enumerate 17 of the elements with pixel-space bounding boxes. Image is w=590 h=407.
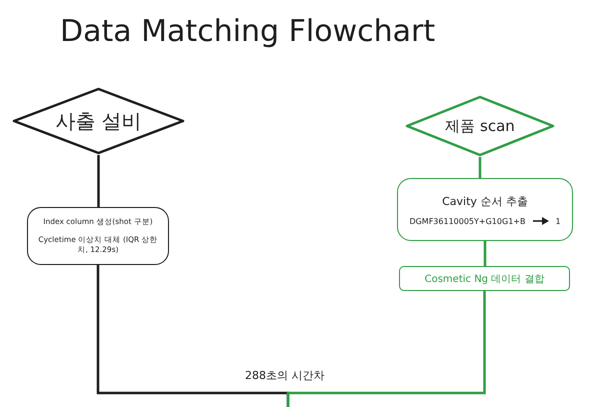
diamond-label: 제품 scan [445, 116, 515, 136]
connector-line [484, 241, 486, 266]
process-box [27, 207, 169, 265]
box-text: Cosmetic Ng 데이터 결합 [424, 272, 544, 286]
result-text: 1 [555, 216, 561, 226]
process-box [397, 178, 573, 241]
note-text: 288초의 시간차 [245, 368, 324, 383]
connector-line [97, 155, 100, 207]
diamond-label: 사출 설비 [55, 108, 142, 134]
process-box [399, 266, 570, 291]
box-heading: Cavity 순서 추출 [442, 194, 528, 208]
decision-diamond [12, 87, 185, 155]
connector-line [478, 157, 482, 178]
code-text: DGMF36110005Y+G10G1+B [409, 216, 526, 226]
connector-line [286, 291, 486, 407]
title: Data Matching Flowchart [60, 14, 436, 49]
decision-diamond [405, 95, 555, 157]
